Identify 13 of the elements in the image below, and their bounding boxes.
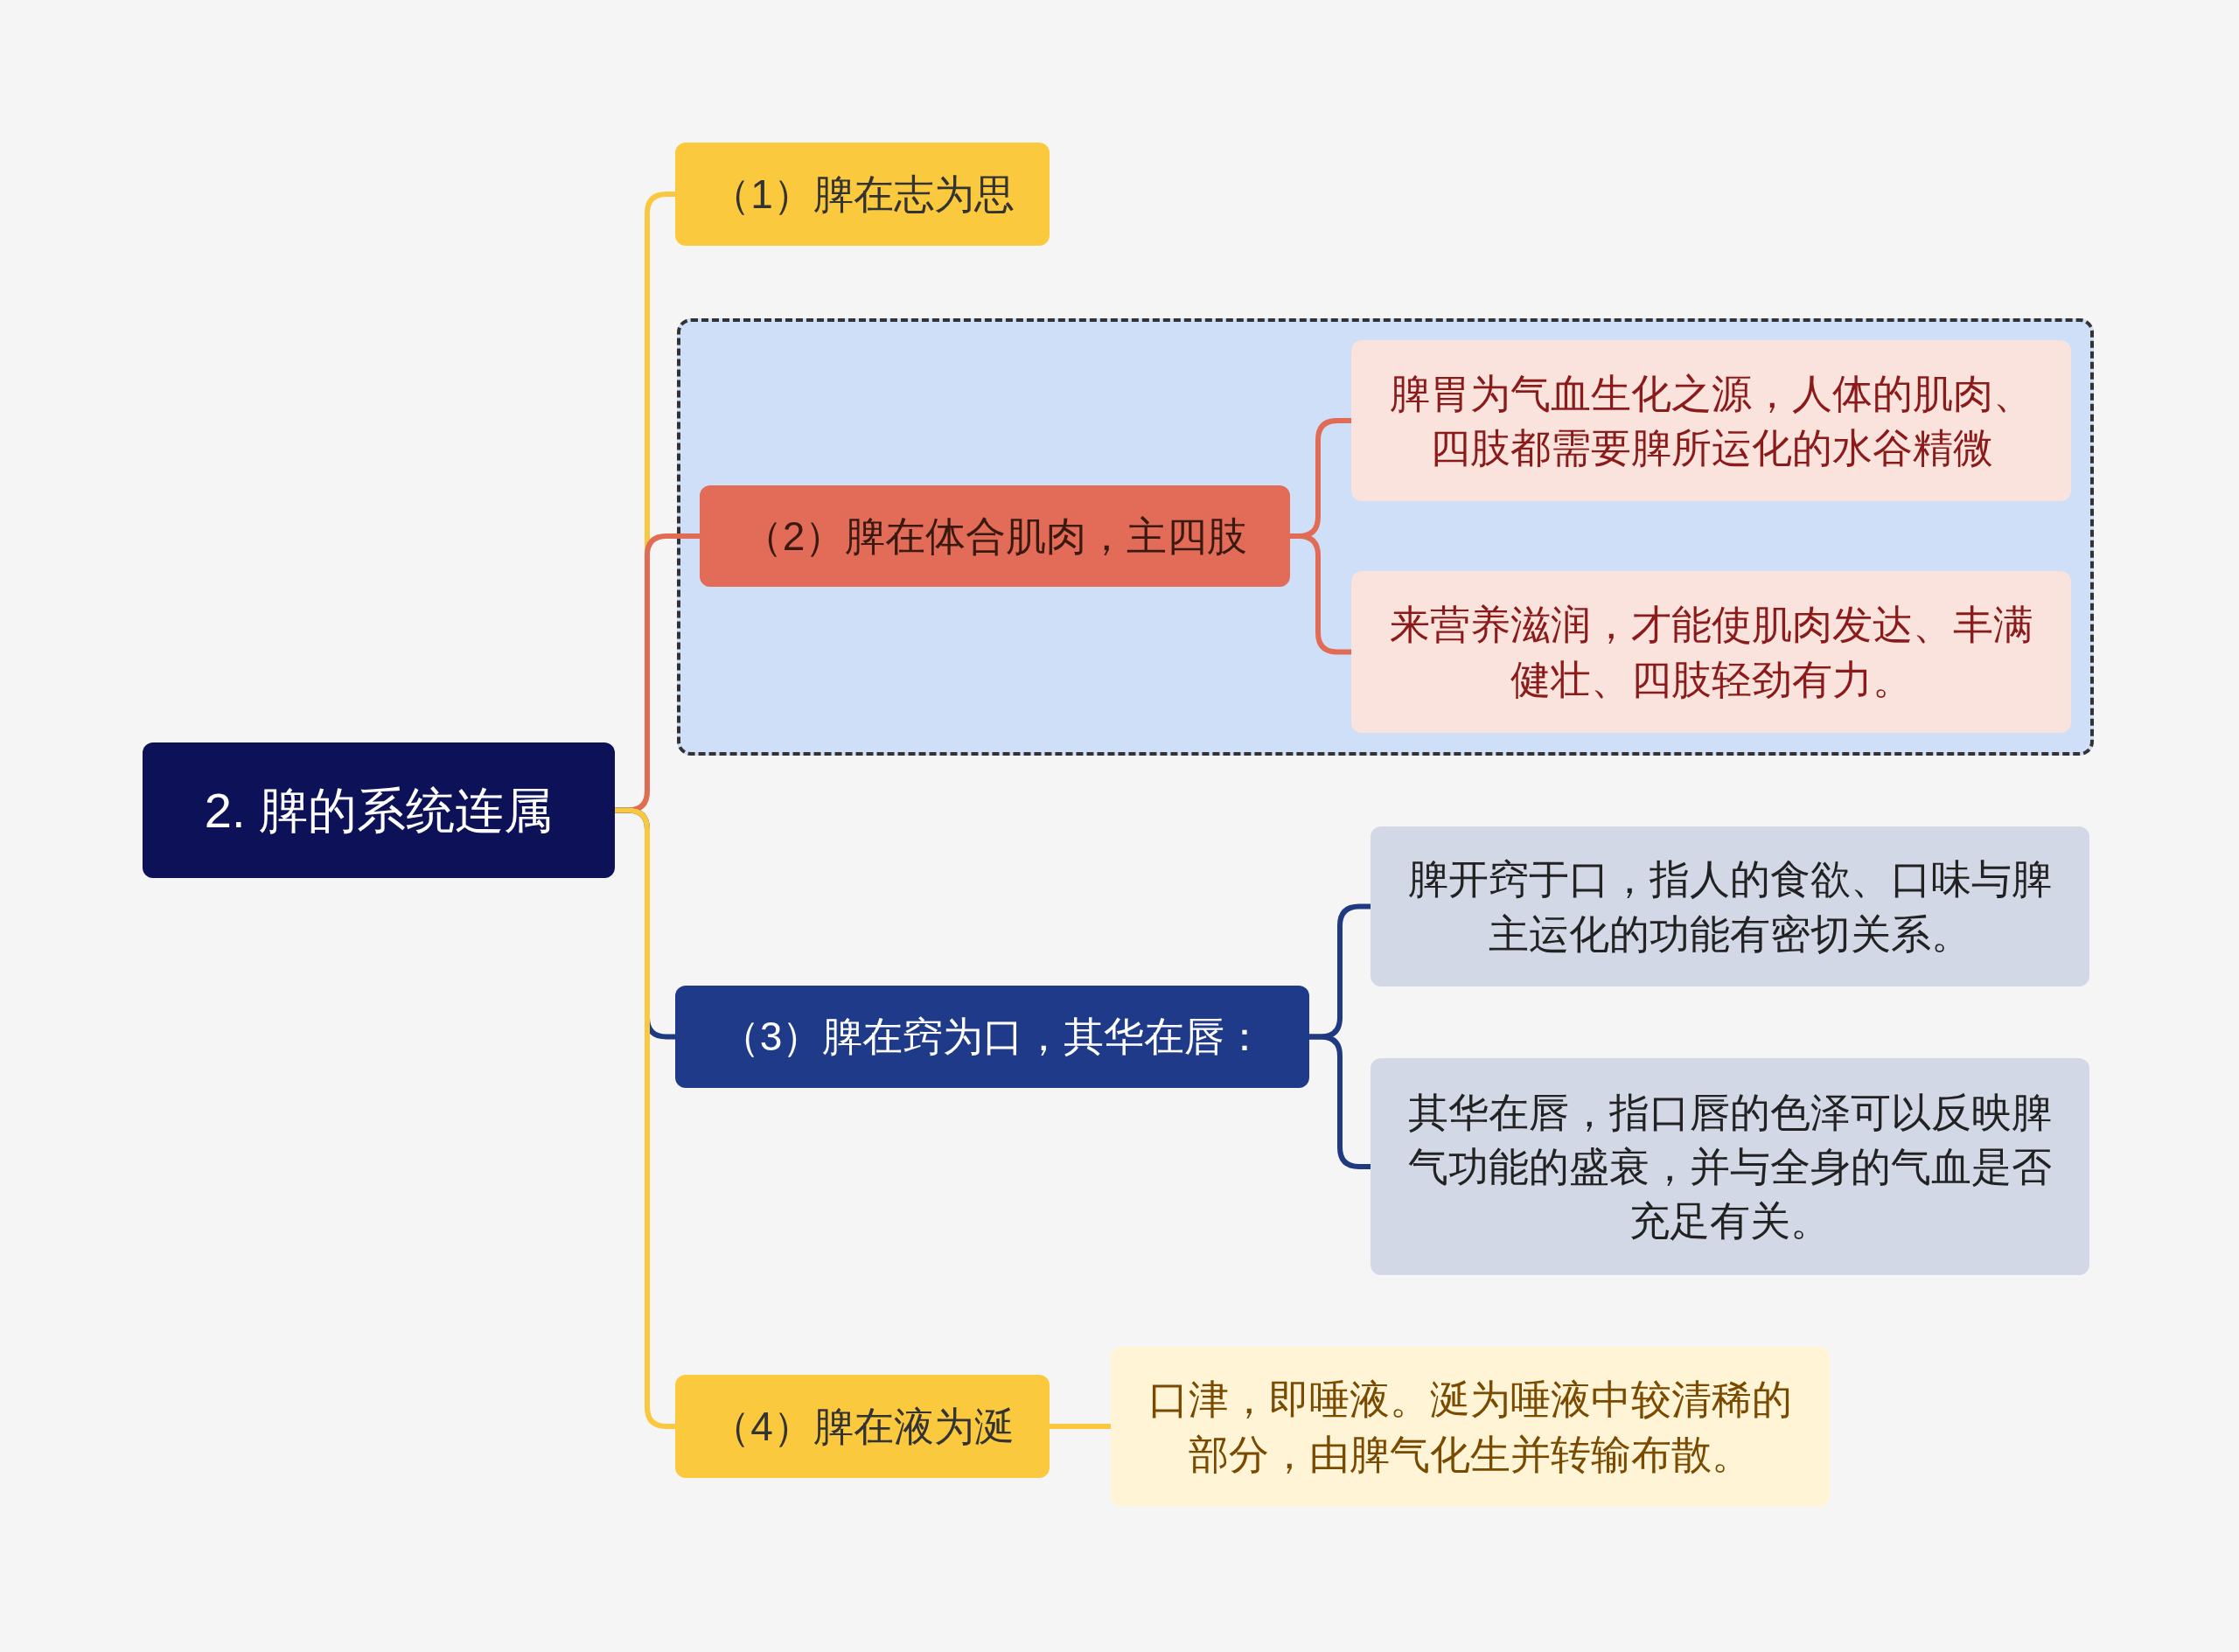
root-topic-box: 2. 脾的系统连属 (143, 742, 615, 878)
dashed-group-frame (677, 318, 2094, 756)
detail-box: 脾胃为气血生化之源，人体的肌肉、四肢都需要脾所运化的水谷精微 (1351, 340, 2071, 501)
branch-topic-box: （4）脾在液为涎 (675, 1375, 1050, 1478)
branch-topic-box: （2）脾在体合肌肉，主四肢 (700, 485, 1290, 587)
detail-box: 脾开窍于口，指人的食欲、口味与脾主运化的功能有密切关系。 (1371, 826, 2089, 986)
connector-line (615, 807, 675, 1429)
detail-box: 来营养滋润，才能使肌肉发达、丰满健壮、四肢轻劲有力。 (1351, 571, 2071, 733)
detail-box: 其华在唇，指口唇的色泽可以反映脾气功能的盛衰，并与全身的气血是否充足有关。 (1371, 1058, 2089, 1275)
branch-topic-box: （1）脾在志为思 (675, 143, 1050, 246)
detail-box: 口津，即唾液。涎为唾液中较清稀的部分，由脾气化生并转输布散。 (1111, 1347, 1830, 1507)
connector-line (1050, 1424, 1111, 1429)
branch-topic-box: （3）脾在窍为口，其华在唇： (675, 986, 1309, 1088)
